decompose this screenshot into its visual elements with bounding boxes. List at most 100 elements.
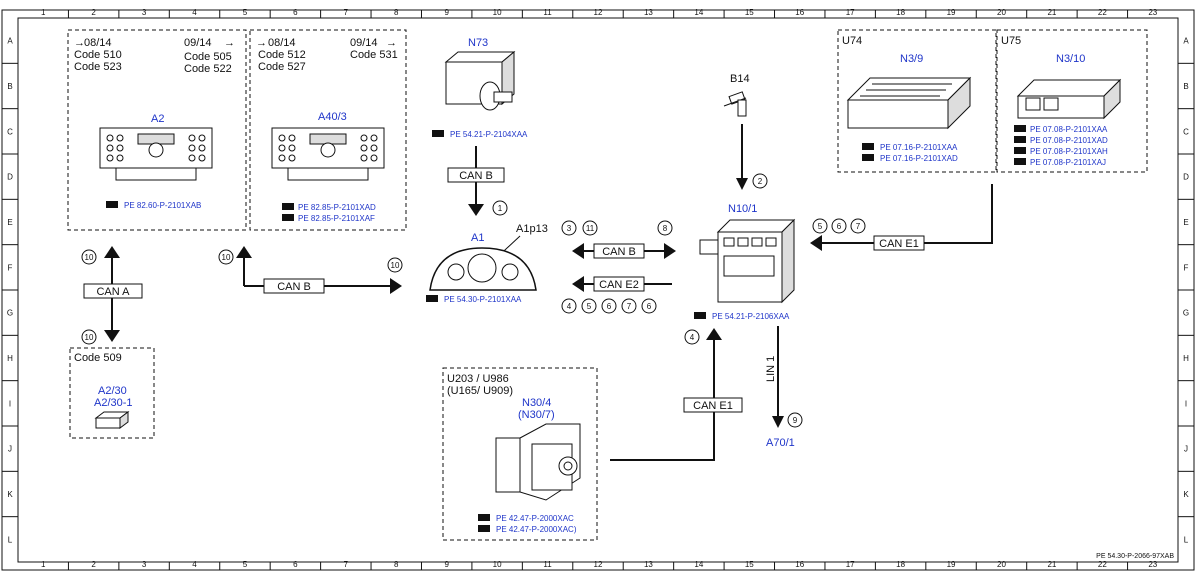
marker-number: 2	[758, 177, 763, 186]
component-label-n10-1[interactable]: N10/1	[728, 203, 757, 215]
ref-link[interactable]: PE 42.47-P-2000XAC)	[496, 525, 577, 534]
grid-column-label: 9	[444, 560, 449, 569]
grid-row-label: J	[8, 445, 12, 454]
component-label-a70-1[interactable]: A70/1	[766, 437, 795, 449]
code-label: Code 510	[74, 49, 122, 61]
date-to: 09/14	[350, 37, 378, 49]
bus-label-can-b: CAN B	[459, 170, 493, 182]
marker: 5	[581, 298, 597, 314]
marker-number: 7	[856, 222, 861, 231]
marker-number: 10	[391, 261, 400, 270]
ref-link[interactable]: PE 07.08-P-2101XAJ	[1030, 158, 1106, 167]
arrow-to-label: →	[386, 37, 397, 49]
grid-column-label: 16	[795, 560, 804, 569]
component-label-b14[interactable]: B14	[730, 73, 750, 85]
grid-column-label: 3	[142, 8, 147, 17]
grid-column-label: 7	[344, 8, 349, 17]
ref-link[interactable]: PE 82.85-P-2101XAD	[298, 203, 376, 212]
component-label-n30-7[interactable]: (N30/7)	[518, 409, 555, 421]
grid-row-label: C	[1183, 127, 1189, 136]
code-label: Code 509	[74, 352, 122, 364]
grid-row-label: E	[1183, 218, 1188, 227]
wire-can-e1-low	[610, 338, 715, 461]
grid-column-label: 1	[41, 560, 46, 569]
component-label-a2[interactable]: A2	[151, 113, 164, 125]
grid-column-label: 9	[444, 8, 449, 17]
ref-link[interactable]: PE 82.60-P-2101XAB	[124, 201, 201, 210]
marker-number: 10	[85, 333, 94, 342]
marker: 7	[621, 298, 637, 314]
arrow-to-label: →	[224, 37, 235, 49]
ref-link[interactable]: PE 54.21-P-2104XAA	[450, 130, 528, 139]
marker: 7	[850, 218, 866, 234]
grid-column-label: 23	[1148, 8, 1157, 17]
arrow-head	[706, 328, 722, 340]
grid-row-label: D	[7, 173, 13, 182]
grid-column-label: 13	[644, 560, 653, 569]
grid-column-label: 17	[846, 560, 855, 569]
variant-tag: (U165/ U909)	[447, 385, 513, 397]
abs-esp-unit-icon	[495, 423, 581, 501]
ref-icon	[432, 130, 444, 137]
arrow-head	[772, 416, 784, 428]
ref-icon	[862, 154, 874, 161]
component-label-n3-9[interactable]: N3/9	[900, 53, 923, 65]
marker: 6	[601, 298, 617, 314]
arrow-head	[104, 330, 120, 342]
ref-link[interactable]: PE 07.16-P-2101XAD	[880, 154, 958, 163]
component-label-a2-30-1[interactable]: A2/30-1	[94, 397, 133, 409]
ref-link[interactable]: PE 54.30-P-2101XAA	[444, 295, 522, 304]
marker-number: 4	[690, 333, 695, 342]
grid-column-label: 19	[947, 8, 956, 17]
component-label-n30-4[interactable]: N30/4	[522, 397, 551, 409]
grid-column-label: 8	[394, 560, 399, 569]
grid-row-label: I	[1185, 399, 1187, 408]
ref-icon	[282, 214, 294, 221]
marker-number: 4	[567, 302, 572, 311]
ref-link[interactable]: PE 07.08-P-2101XAA	[1030, 125, 1108, 134]
ref-link[interactable]: PE 07.08-P-2101XAH	[1030, 147, 1108, 156]
arrow-head	[572, 243, 584, 259]
marker-number: 11	[586, 224, 595, 233]
variant-tag: U74	[842, 35, 862, 47]
code-label: Code 527	[258, 61, 306, 73]
grid-row-label: D	[1183, 173, 1189, 182]
component-label-a1[interactable]: A1	[471, 232, 484, 244]
group-box-u75	[996, 29, 1148, 173]
wire-can-e1-right	[820, 184, 993, 244]
ref-link[interactable]: PE 82.85-P-2101XAF	[298, 214, 375, 223]
ref-link[interactable]: PE 07.16-P-2101XAA	[880, 143, 958, 152]
grid-column-label: 6	[293, 560, 298, 569]
grid-column-label: 2	[91, 560, 96, 569]
arrow-head	[572, 276, 584, 292]
component-label-n73[interactable]: N73	[468, 37, 488, 49]
ref-link[interactable]: PE 42.47-P-2000XAC	[496, 514, 574, 523]
bus-label-lin1: LIN 1	[765, 356, 777, 382]
grid-column-label: 18	[896, 8, 905, 17]
component-label-a2-30[interactable]: A2/30	[98, 385, 127, 397]
ref-icon	[862, 143, 874, 150]
ref-link[interactable]: PE 54.21-P-2106XAA	[712, 312, 790, 321]
grid-column-label: 5	[243, 560, 248, 569]
component-label-a40-3[interactable]: A40/3	[318, 111, 347, 123]
component-label-n3-10[interactable]: N3/10	[1056, 53, 1085, 65]
marker: 8	[657, 220, 673, 236]
marker: 6	[641, 298, 657, 314]
grid-column-label: 23	[1148, 560, 1157, 569]
grid-column-label: 1	[41, 8, 46, 17]
ref-icon	[1014, 147, 1026, 154]
grid-column-label: 8	[394, 8, 399, 17]
grid-row-label: I	[9, 399, 11, 408]
ref-link[interactable]: PE 07.08-P-2101XAD	[1030, 136, 1108, 145]
bus-label-box	[447, 167, 505, 183]
marker-number: 9	[793, 416, 798, 425]
marker: 4	[684, 329, 700, 345]
bus-label-box	[593, 276, 645, 292]
marker: 9	[787, 412, 803, 428]
grid-column-label: 12	[594, 560, 603, 569]
grid-column-label: 18	[896, 560, 905, 569]
marker-number: 5	[587, 302, 592, 311]
date-from: 08/14	[268, 37, 296, 49]
